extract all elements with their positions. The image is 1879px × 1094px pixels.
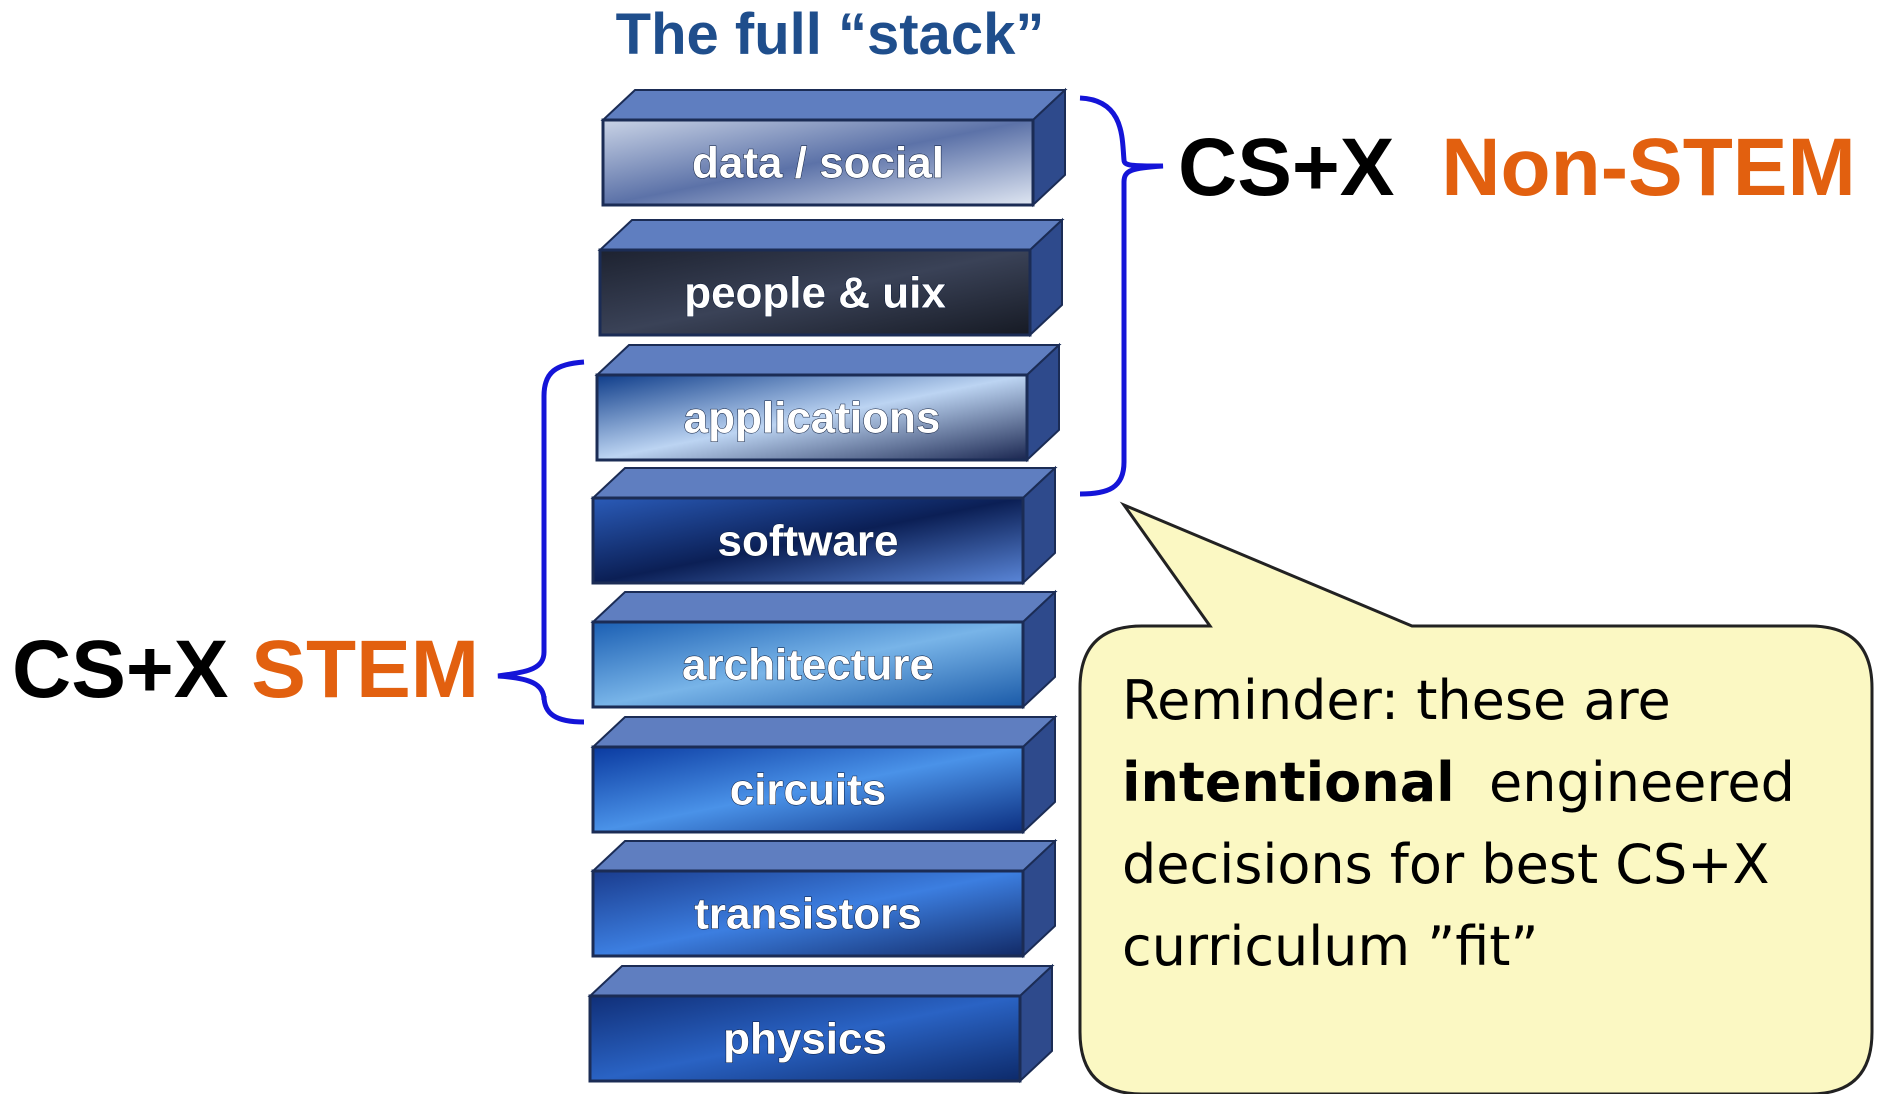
layer-top-face xyxy=(587,965,1055,997)
layer-5: circuits xyxy=(590,714,1058,835)
stem-bracket xyxy=(497,359,585,725)
layer-top-face xyxy=(590,467,1058,499)
layer-label: transistors xyxy=(694,890,921,939)
layer-6: transistors xyxy=(590,838,1058,959)
layer-4: architecture xyxy=(590,589,1058,710)
layer-front-face xyxy=(591,496,1025,585)
callout-line-4: curriculum ”fit” xyxy=(1122,915,1539,978)
layer-0: data / social xyxy=(600,87,1068,208)
nonstem-bracket xyxy=(1079,95,1164,497)
callout-line-2-rest: engineered xyxy=(1454,751,1795,814)
stem-prefix: CS+X xyxy=(12,624,229,715)
layer-label: architecture xyxy=(682,641,934,690)
layer-label: physics xyxy=(723,1015,887,1064)
nonstem-accent: Non-STEM xyxy=(1441,122,1856,213)
layer-label: software xyxy=(718,517,899,566)
layer-7: physics xyxy=(587,963,1055,1084)
callout-text: Reminder: these are intentional engineer… xyxy=(1122,660,1822,988)
layer-front-face xyxy=(591,745,1025,834)
stem-accent: STEM xyxy=(251,624,480,715)
layer-2: applications xyxy=(594,342,1062,463)
layer-front-face xyxy=(595,373,1029,462)
layer-label: data / social xyxy=(692,139,944,188)
layer-front-face xyxy=(598,248,1032,337)
layer-top-face xyxy=(597,219,1065,251)
page-title: The full “stack” xyxy=(615,2,1045,67)
callout-bold: intentional xyxy=(1122,751,1455,814)
layer-front-face xyxy=(591,869,1025,958)
layer-top-face xyxy=(590,591,1058,623)
layer-3: software xyxy=(590,465,1058,586)
stem-label: CS+X STEM xyxy=(12,622,479,718)
callout-line-1: Reminder: these are xyxy=(1122,669,1671,732)
layer-label: applications xyxy=(684,394,941,443)
layer-top-face xyxy=(590,716,1058,748)
layer-1: people & uix xyxy=(597,217,1065,338)
callout-line-3: decisions for best CS+X xyxy=(1122,833,1770,896)
layer-top-face xyxy=(600,89,1068,121)
layer-front-face xyxy=(601,118,1035,207)
callout-line-2: intentional engineered xyxy=(1122,742,1822,824)
layer-front-face xyxy=(588,994,1022,1083)
layer-label: people & uix xyxy=(684,269,946,318)
layers-group: data / social people & uix applications sof… xyxy=(587,87,1068,1084)
nonstem-prefix: CS+X xyxy=(1178,122,1395,213)
layer-top-face xyxy=(590,840,1058,872)
layer-label: circuits xyxy=(730,766,887,815)
nonstem-label: CS+X Non-STEM xyxy=(1178,120,1856,216)
layer-front-face xyxy=(591,620,1025,709)
layer-top-face xyxy=(594,344,1062,376)
